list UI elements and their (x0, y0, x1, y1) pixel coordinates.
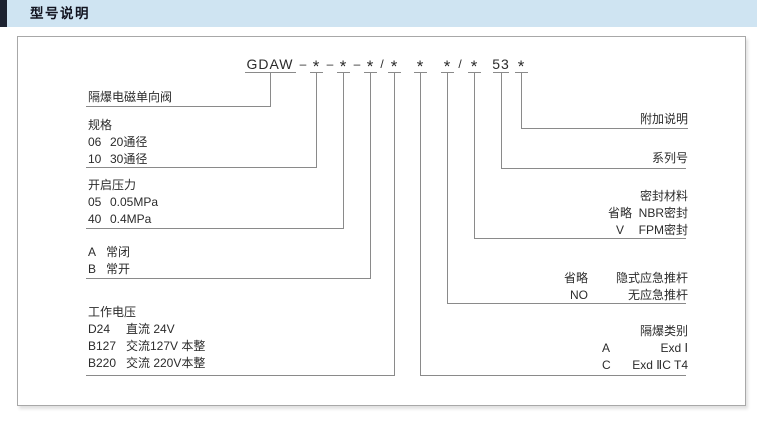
option-code: B127 (88, 339, 117, 353)
label-group-opening-pressure: 开启压力 05 0.05MPa 40 0.4MPa (88, 177, 158, 228)
option-desc: Exd ⅡC T4 (632, 358, 688, 372)
group-title-seal-material: 密封材料 (639, 189, 688, 203)
option-desc: 常闭 (106, 245, 131, 259)
option-desc: NBR密封 (638, 206, 688, 220)
option-desc: 30通径 (110, 152, 148, 166)
option-code: A (88, 245, 97, 259)
option-desc: 直流 24V (126, 322, 175, 336)
option-code: 省略 (607, 206, 632, 220)
group-title-opening-pressure: 开启压力 (88, 178, 137, 192)
header-accent-bar (0, 0, 7, 27)
option-desc: 常开 (106, 262, 131, 276)
option-desc: FPM密封 (638, 223, 688, 237)
model-code-star-emergency-rod: * (443, 57, 451, 76)
group-title-working-voltage: 工作电压 (88, 305, 137, 319)
label-group-valve-state: A 常闭 B 常开 (88, 244, 130, 278)
model-code-separator: – (353, 57, 361, 71)
label-group-working-voltage: 工作电压 D24 直流 24V B127 交流127V 本整 B220 交流 220V… (88, 304, 205, 372)
model-code-slash: / (380, 57, 384, 71)
section-title: 型号说明 (30, 6, 90, 21)
model-code-star-spec: * (312, 57, 320, 76)
model-code-base: GDAW (246, 56, 294, 72)
option-code: A (602, 341, 611, 355)
label-group-series-number: 系列号 (652, 151, 688, 165)
label-group-explosion-class: 隔爆类别 A Exd Ⅰ C Exd ⅡC T4 (602, 323, 688, 374)
model-code-separator: – (326, 57, 334, 71)
model-code-star-valve-state: * (366, 57, 374, 76)
model-code-star-explosion-class: * (416, 57, 424, 76)
group-title-explosion-class: 隔爆类别 (639, 324, 688, 338)
option-code: 省略 (563, 271, 588, 285)
option-code: B220 (88, 356, 117, 370)
model-code-star-additional: * (517, 57, 525, 76)
label-group-additional-note: 附加说明 (640, 112, 688, 126)
model-code-star-seal: * (470, 57, 478, 76)
label-product-name: 隔爆电磁单向阀 (88, 90, 173, 104)
option-code: C (602, 358, 611, 372)
option-desc: 0.05MPa (110, 195, 159, 209)
label-series-number: 系列号 (651, 151, 688, 165)
option-desc: 无应急推杆 (627, 288, 688, 302)
model-code-series: 53 (492, 56, 510, 72)
group-title-spec: 规格 (88, 118, 113, 132)
label-group-spec: 规格 06 20通径 10 30通径 (88, 117, 147, 168)
section-header: 型号说明 (0, 0, 757, 27)
model-code-star-pressure: * (339, 57, 347, 76)
option-code: D24 (88, 322, 111, 336)
option-desc: 0.4MPa (110, 212, 152, 226)
option-desc: 交流 220V本整 (126, 356, 206, 370)
option-code: 40 (88, 212, 102, 226)
model-code-slash: / (458, 57, 462, 71)
model-code-star-voltage: * (390, 57, 398, 76)
option-code: V (615, 223, 624, 237)
option-desc: 20通径 (110, 135, 148, 149)
option-code: NO (570, 288, 588, 302)
option-code: 06 (88, 135, 102, 149)
option-desc: 隐式应急推杆 (615, 271, 688, 285)
label-group-seal-material: 密封材料 省略 NBR密封 V FPM密封 (606, 188, 688, 239)
label-additional-note: 附加说明 (639, 112, 688, 126)
option-code: 05 (88, 195, 102, 209)
option-desc: 交流127V 本整 (126, 339, 206, 353)
option-code: B (88, 262, 97, 276)
model-code-separator: – (299, 57, 307, 71)
label-group-emergency-rod: 省略 隐式应急推杆 NO 无应急推杆 (562, 270, 688, 304)
option-code: 10 (88, 152, 102, 166)
option-desc: Exd Ⅰ (660, 341, 688, 355)
label-group-product-name: 隔爆电磁单向阀 (88, 90, 172, 104)
